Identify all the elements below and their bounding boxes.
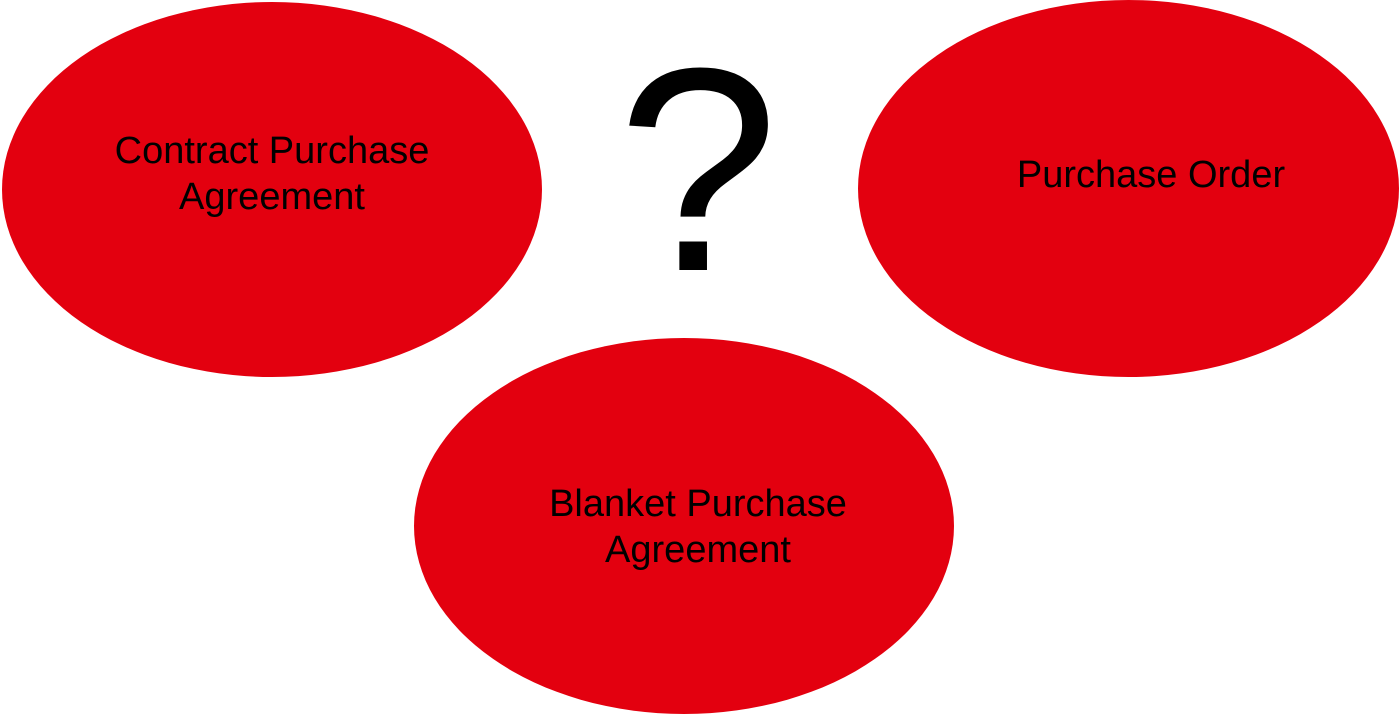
contract-purchase-agreement-label: Contract Purchase Agreement <box>72 128 472 220</box>
blanket-purchase-agreement-node <box>414 338 954 714</box>
blanket-label-line-1: Blanket Purchase <box>549 483 847 525</box>
blanket-purchase-agreement-label: Blanket Purchase Agreement <box>498 481 898 573</box>
contract-purchase-agreement-node <box>2 2 542 377</box>
blanket-label-line-2: Agreement <box>605 529 791 571</box>
contract-label-line-2: Agreement <box>179 176 365 218</box>
purchase-order-label: Purchase Order <box>951 152 1351 198</box>
purchase-order-label-line-1: Purchase Order <box>1016 154 1286 196</box>
purchase-order-node <box>858 0 1399 377</box>
contract-label-line-1: Contract Purchase <box>114 130 430 172</box>
question-mark-symbol: ? <box>617 8 779 332</box>
